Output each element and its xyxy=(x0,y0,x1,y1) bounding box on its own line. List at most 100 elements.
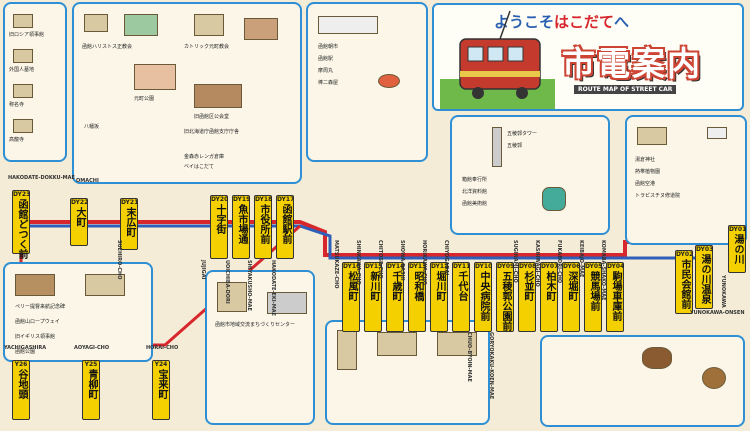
stop-code: DY20 xyxy=(211,196,229,203)
stop-romaji-label: KOMABA-SHAKO-MAE xyxy=(600,240,606,301)
landmark-label: 旧北海道庁函館支庁庁舎 xyxy=(184,129,240,135)
stop-name: 大町 xyxy=(74,207,85,227)
landmark-label: 金森赤レンガ倉庫 xyxy=(184,154,225,160)
landmark-box-east xyxy=(540,335,745,427)
stop-code: DY07 xyxy=(541,263,559,270)
stop-name: 新川町 xyxy=(368,271,379,301)
landmark-label: 称名寺 xyxy=(9,102,25,108)
stop-code: DY13 xyxy=(409,263,427,270)
building-icon xyxy=(13,84,33,98)
welcome-city: はこだて xyxy=(554,13,615,31)
landmark-label: 北洋資料館 xyxy=(462,189,488,195)
stop-code: DY19 xyxy=(233,196,251,203)
stop-name: 千歳町 xyxy=(390,271,401,301)
stop-romaji-label: YUNOKAWA xyxy=(720,275,726,308)
landmark-label: ペリー提督来航記念碑 xyxy=(15,304,66,310)
welcome-prefix: ようこそ xyxy=(494,13,555,31)
stop-code: DY10 xyxy=(475,263,493,270)
landmark-box-station: 函館朝市 函館駅 摩周丸 棒二森屋 xyxy=(306,2,428,162)
stop-code: DY23 xyxy=(13,191,31,198)
stop-romaji-label: HAKODATE-DOKKU-MAE xyxy=(8,175,75,181)
stop-romaji-label: SHIYAKUSHO-MAE xyxy=(246,260,252,311)
stop-romaji-label: SUEHIRO-CHO xyxy=(116,240,122,280)
stop-romaji-label: JUJIGAI xyxy=(200,260,206,280)
stop-romaji-label: YUNOKAWA-ONSEN xyxy=(690,310,745,316)
stop-name: 松風町 xyxy=(346,271,357,301)
stop-romaji-label: SHOWA-BASHI xyxy=(399,240,405,281)
stop-name: 競馬場前 xyxy=(588,271,599,311)
stop-romaji-label: UOICHIBA-DORI xyxy=(224,260,230,304)
landmark-box-motomachi: 函館ハリストス正教会 カトリック元町教会 元町公園 旧函館区公会堂 八幡坂 旧北… xyxy=(72,2,302,184)
stop-code: Y26 xyxy=(14,361,28,368)
stop-name: 千代台 xyxy=(456,271,467,301)
fort-icon xyxy=(542,187,566,211)
landmark-label: 元町公園 xyxy=(134,96,155,102)
landmark-label: 八幡坂 xyxy=(84,124,100,130)
landmark-label: 高龍寺 xyxy=(9,137,25,143)
stop-romaji-label: MATSUKAZE-CHO xyxy=(333,240,339,289)
horse-icon xyxy=(642,347,672,369)
landmark-box-west: 旧ロシア領事館 外国人墓地 称名寺 高龍寺 xyxy=(3,2,67,162)
stop-code: DY03 xyxy=(696,246,714,253)
stop-name: 魚市場通 xyxy=(236,204,247,244)
landmark-box-southwest: ペリー提督来航記念碑 函館山ロープウェイ 旧イギリス領事館 函館公園 xyxy=(3,262,153,362)
stop-code: DY06 xyxy=(563,263,581,270)
stop-code: DY12 xyxy=(431,263,449,270)
building-icon xyxy=(84,14,108,32)
stop-romaji-label: CHITOSE-CHO xyxy=(377,240,383,279)
building-icon xyxy=(637,127,667,145)
stop-romaji-label: AOYAGI-CHO xyxy=(74,345,110,351)
building-icon xyxy=(377,332,417,356)
stop-name: 宝来町 xyxy=(156,369,167,399)
landmark-label: カトリック元町教会 xyxy=(184,44,230,50)
main-title: 市電案内 xyxy=(562,44,702,83)
building-icon xyxy=(194,14,224,36)
landmark-label: 函館空港 xyxy=(635,181,656,187)
stop-name: 末広町 xyxy=(124,207,135,237)
building-icon xyxy=(13,49,33,63)
stop-code: Y25 xyxy=(84,361,98,368)
stop-name: 谷地頭 xyxy=(16,369,27,399)
stop-name: 湯の川 xyxy=(732,234,743,264)
stop-code: DY11 xyxy=(453,263,471,270)
stop-name: 深堀町 xyxy=(566,271,577,301)
landmark-label: ベイはこだて xyxy=(184,164,215,170)
stop-romaji-label: SUGINAMI-CHO xyxy=(512,240,518,283)
landmark-label: 旧函館区公会堂 xyxy=(194,114,230,120)
stop-romaji-label: HAKODATE-EKI-MAE xyxy=(270,260,276,316)
stop-romaji-label: HORAI-CHO xyxy=(146,345,179,351)
plane-icon xyxy=(707,127,727,139)
stop-name: 市役所前 xyxy=(258,204,269,244)
building-icon xyxy=(217,282,247,312)
stop-name: 函館どつく前 xyxy=(16,199,27,259)
stop-romaji-label: FUKABORI-CHO xyxy=(556,240,562,284)
welcome-text: ようこそはこだてへ xyxy=(494,11,629,32)
